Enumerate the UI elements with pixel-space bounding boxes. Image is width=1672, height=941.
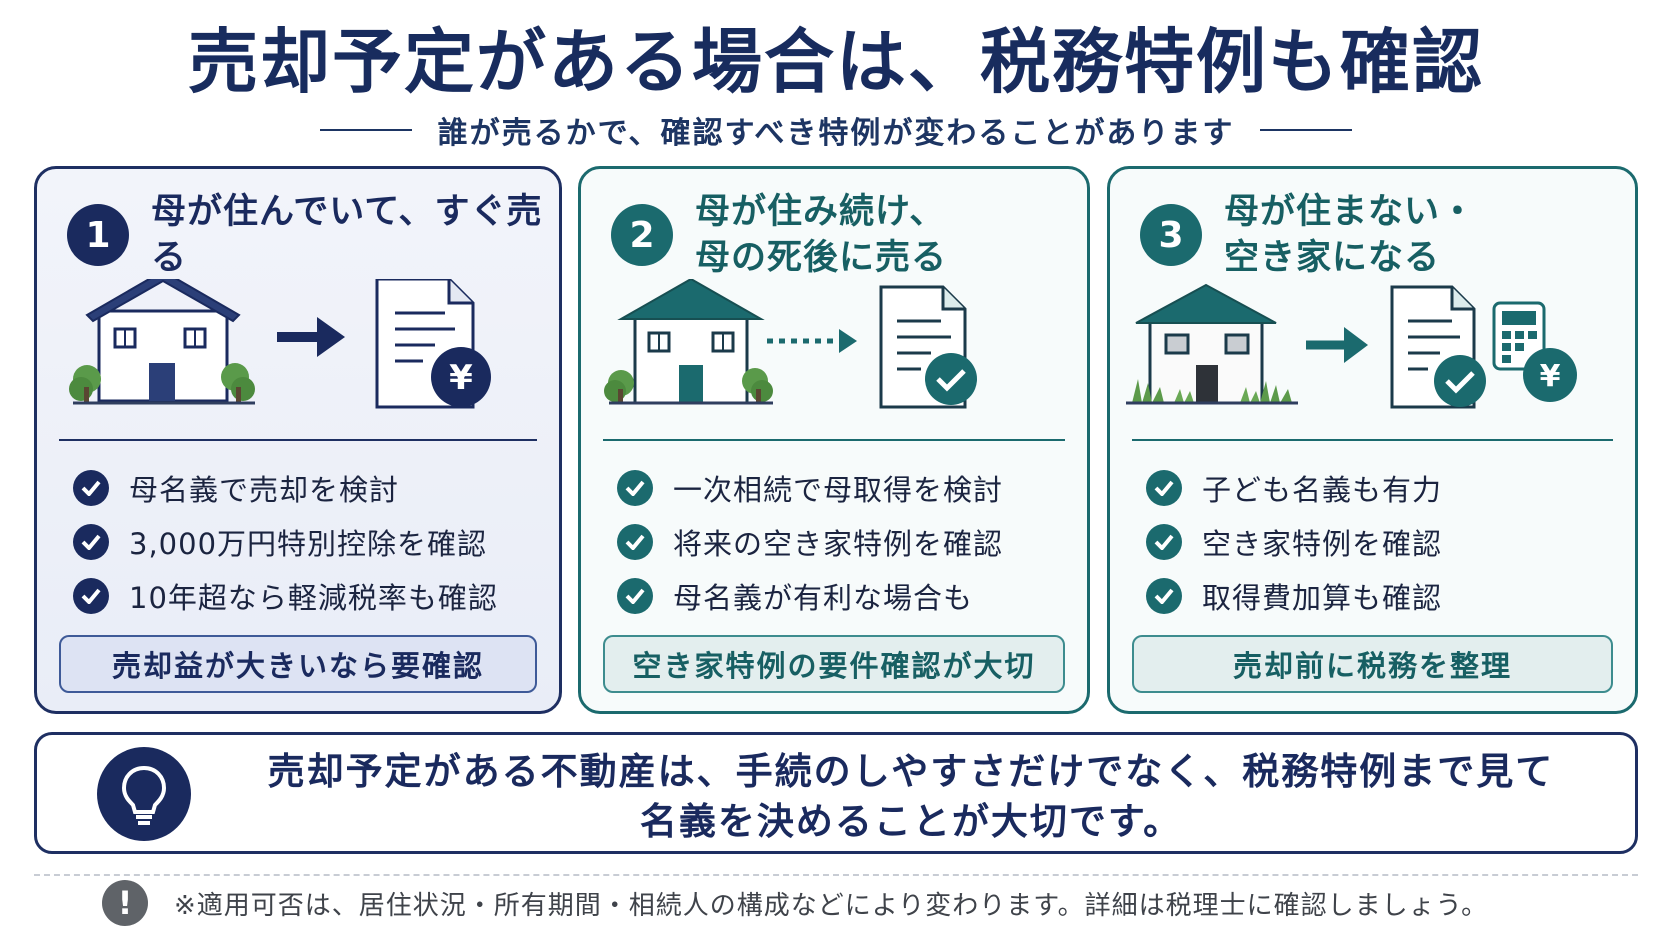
checklist-item-label: 空き家特例を確認 <box>1202 527 1443 561</box>
case-card-title-line: 母が住まない・ <box>1224 192 1477 232</box>
subtitle-rule-left <box>319 129 412 131</box>
case-card-title-line: 母が住み続け、 <box>695 192 946 232</box>
check-badge-icon <box>925 353 977 405</box>
checklist-item: 将来の空き家特例を確認 <box>617 515 1003 569</box>
checklist-item-label: 将来の空き家特例を確認 <box>673 527 1004 561</box>
case-card-1: 1 母が住んでいて、すぐ売る <box>34 166 562 714</box>
page-title: 売却予定がある場合は、税務特例も確認 <box>188 21 1484 103</box>
check-circle-icon <box>1146 470 1182 506</box>
divider <box>603 439 1065 441</box>
check-circle-icon <box>1146 524 1182 560</box>
sell-now-illustration: ¥ <box>69 279 491 409</box>
lightbulb-icon <box>97 747 191 841</box>
case-card-title: 母が住まない・ 空き家になる <box>1224 189 1476 281</box>
checklist-item: 母名義で売却を検討 <box>73 461 498 515</box>
tree-icon <box>604 368 773 403</box>
check-circle-icon <box>617 470 653 506</box>
case-note: 売却前に税務を整理 <box>1132 635 1613 693</box>
yen-icon: ¥ <box>1523 348 1577 402</box>
checklist-item: 母名義が有利な場合も <box>617 569 1003 623</box>
yen-symbol: ¥ <box>449 358 473 398</box>
checklist-item: 一次相続で母取得を検討 <box>617 461 1003 515</box>
exclamation-icon: ! <box>102 880 148 926</box>
case-card-header: 2 母が住み続け、 母の死後に売る <box>611 189 947 281</box>
yen-symbol: ¥ <box>1540 359 1561 394</box>
tree-icon <box>69 363 255 403</box>
case-card-3: 3 母が住まない・ 空き家になる <box>1107 166 1638 714</box>
summary-line: 名義を決めることが大切です。 <box>639 800 1183 843</box>
case-card-title-line: 母が住んでいて、すぐ売る <box>151 192 543 278</box>
summary-line: 売却予定がある不動産は、手続のしやすさだけでなく、税務特例まで見て <box>267 750 1555 793</box>
vacant-house-icon <box>1135 283 1277 405</box>
footnote: ! ※適用可否は、居住状況・所有期間・相続人の構成などにより変わります。詳細は税… <box>102 880 1488 926</box>
footnote-text: ※適用可否は、居住状況・所有期間・相続人の構成などにより変わります。詳細は税理士… <box>174 890 1489 921</box>
checklist: 一次相続で母取得を検討 将来の空き家特例を確認 母名義が有利な場合も <box>617 461 1003 623</box>
case-note: 空き家特例の要件確認が大切 <box>603 635 1065 693</box>
subtitle: 誰が売るかで、確認すべき特例が変わることがあります <box>437 116 1235 151</box>
checklist-item-label: 子ども名義も有力 <box>1202 473 1443 507</box>
checklist-item-label: 10年超なら軽減税率も確認 <box>129 581 498 615</box>
checklist-item: 10年超なら軽減税率も確認 <box>73 569 498 623</box>
case-card-title: 母が住み続け、 母の死後に売る <box>695 189 947 281</box>
check-circle-icon <box>617 524 653 560</box>
case-card-title-line: 空き家になる <box>1224 238 1441 278</box>
calculator-icon <box>1492 301 1546 371</box>
checklist-item: 子ども名義も有力 <box>1146 461 1442 515</box>
arrow-right-icon <box>1306 327 1368 363</box>
divider <box>59 439 537 441</box>
case-card-title-line: 母の死後に売る <box>695 238 948 278</box>
yen-icon: ¥ <box>431 347 491 407</box>
case-note: 売却益が大きいなら要確認 <box>59 635 537 693</box>
check-circle-icon <box>617 578 653 614</box>
summary-text: 売却予定がある不動産は、手続のしやすさだけでなく、税務特例まで見て 名義を決める… <box>227 747 1595 847</box>
check-circle-icon <box>73 524 109 560</box>
case-card-header: 3 母が住まない・ 空き家になる <box>1140 189 1476 281</box>
checklist-item: 取得費加算も確認 <box>1146 569 1442 623</box>
check-circle-icon <box>73 578 109 614</box>
dashed-divider <box>34 874 1638 876</box>
step-number-badge: 3 <box>1140 204 1202 266</box>
checklist-item-label: 3,000万円特別控除を確認 <box>129 527 488 561</box>
case-card-header: 1 母が住んでいて、すぐ売る <box>67 189 559 281</box>
sell-later-illustration <box>604 279 977 409</box>
check-circle-icon <box>73 470 109 506</box>
vacant-house-illustration: ¥ <box>1126 283 1577 409</box>
summary-box: 売却予定がある不動産は、手続のしやすさだけでなく、税務特例まで見て 名義を決める… <box>34 732 1638 854</box>
case-card-2: 2 母が住み続け、 母の死後に売る <box>578 166 1090 714</box>
step-number-badge: 2 <box>611 204 673 266</box>
arrow-right-icon <box>277 317 345 357</box>
subtitle-rule-right <box>1260 129 1353 131</box>
check-circle-icon <box>1146 578 1182 614</box>
checklist-item: 空き家特例を確認 <box>1146 515 1442 569</box>
checklist-item-label: 取得費加算も確認 <box>1202 581 1443 615</box>
case-card-title: 母が住んでいて、すぐ売る <box>151 189 559 281</box>
check-badge-icon <box>1434 355 1486 407</box>
house-icon <box>617 279 765 405</box>
subtitle-row: 誰が売るかで、確認すべき特例が変わることがあります <box>0 108 1672 152</box>
checklist-item-label: 一次相続で母取得を検討 <box>673 473 1004 507</box>
checklist-item-label: 母名義が有利な場合も <box>673 581 974 615</box>
step-number-badge: 1 <box>67 204 129 266</box>
checklist: 母名義で売却を検討 3,000万円特別控除を確認 10年超なら軽減税率も確認 <box>73 461 498 623</box>
dotted-arrow-icon <box>767 329 857 353</box>
divider <box>1132 439 1613 441</box>
checklist: 子ども名義も有力 空き家特例を確認 取得費加算も確認 <box>1146 461 1442 623</box>
checklist-item: 3,000万円特別控除を確認 <box>73 515 498 569</box>
checklist-item-label: 母名義で売却を検討 <box>129 473 400 507</box>
weeds-icon <box>1132 379 1292 403</box>
house-icon <box>85 279 241 403</box>
